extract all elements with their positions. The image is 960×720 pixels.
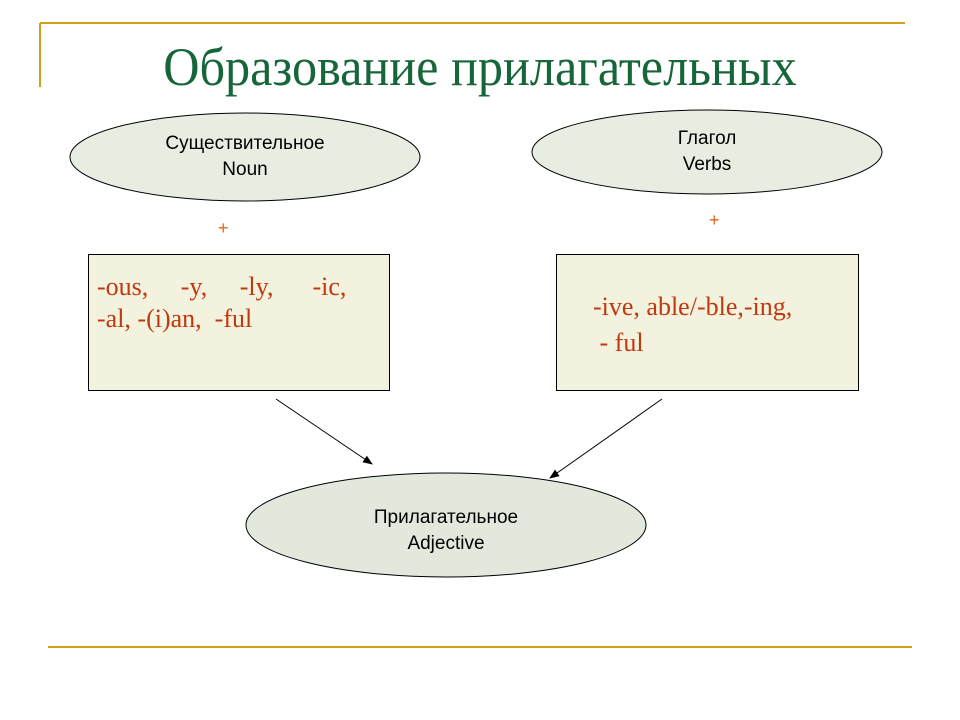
verb-label: Глагол Verbs [532, 126, 882, 178]
plus-left: + [218, 218, 229, 238]
verb-suffix-box: -ive, able/-ble,-ing, - ful [556, 254, 859, 391]
arrow-left [275, 398, 373, 465]
adjective-ru: Прилагательное [373, 507, 519, 528]
noun-ellipse [69, 112, 421, 202]
noun-label: Существительное Noun [70, 131, 420, 183]
noun-en: Noun [222, 159, 268, 180]
verb-suffixes-line2: - ful [593, 328, 644, 357]
adjective-en: Adjective [407, 533, 485, 554]
plus-right: + [709, 210, 720, 230]
slide-title: Образование прилагательных [163, 37, 797, 97]
verb-suffixes-line1: -ive, able/-ble,-ing, [593, 292, 793, 321]
adjective-ellipse [245, 472, 647, 578]
adjective-label: Прилагательное Adjective [246, 505, 646, 557]
verb-en: Verbs [682, 154, 732, 175]
noun-ru: Существительное [165, 133, 325, 154]
noun-suffixes-line1: -ous, -y, -ly, -ic, [97, 272, 347, 301]
verb-ru: Глагол [677, 128, 737, 149]
verb-ellipse [531, 109, 883, 195]
arrow-right [549, 398, 663, 479]
noun-suffixes-line2: -al, -(i)an, -ful [97, 304, 253, 333]
noun-suffix-box: -ous, -y, -ly, -ic, -al, -(i)an, -ful [88, 254, 390, 391]
